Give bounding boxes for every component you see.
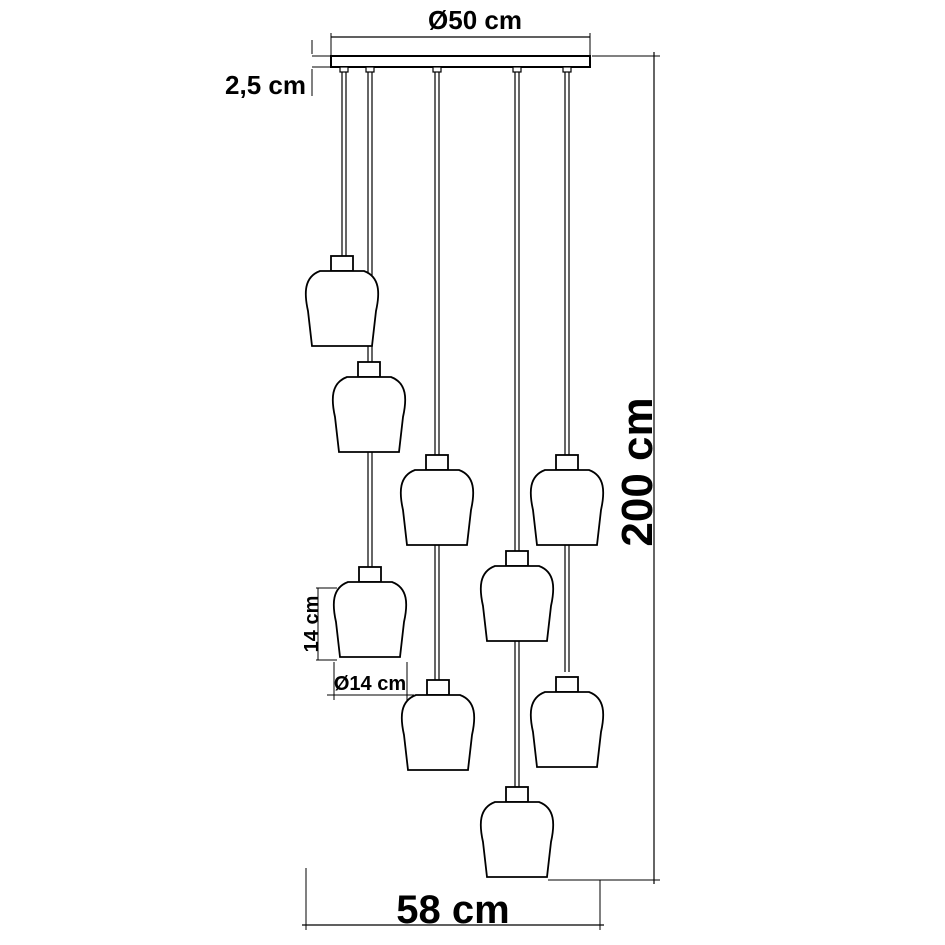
shade-4 [529,454,605,546]
cables [341,72,570,787]
total-height-dimension: 200 cm [548,52,662,884]
shade-diameter-label: Ø14 cm [334,673,406,695]
shade-8 [529,676,605,768]
top-diameter-label: Ø50 cm [428,5,522,35]
total-width-label: 58 cm [396,888,509,932]
shade-3 [399,454,475,546]
shade-2 [331,361,407,453]
total-height-label: 200 cm [613,397,662,546]
shade-height-dimension: 14 cm [301,587,337,661]
pendant-shades [304,255,605,878]
shade-6 [332,566,408,658]
canopy-height-label: 2,5 cm [225,70,306,100]
shade-7 [400,679,476,771]
cable-fittings [339,66,572,73]
total-width-dimension: 58 cm [302,868,604,932]
shade-9 [479,786,555,878]
canopy-height-dimension: 2,5 cm [225,40,330,100]
shade-height-label: 14 cm [301,596,323,653]
top-diameter-dimension: Ø50 cm [330,5,591,55]
shade-diameter-dimension: Ø14 cm [327,662,414,700]
shade-1 [304,255,380,347]
shade-5 [479,550,555,642]
canopy [330,55,591,68]
